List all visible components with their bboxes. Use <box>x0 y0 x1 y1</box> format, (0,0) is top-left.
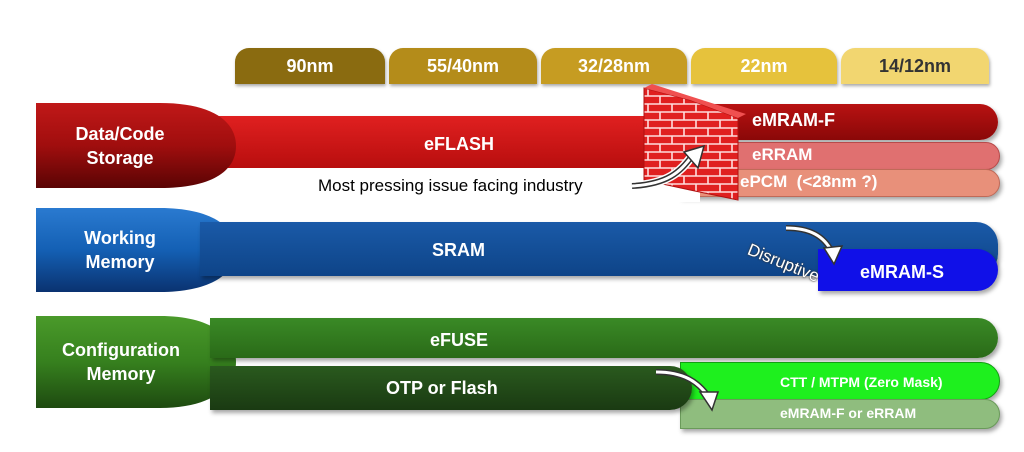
category-config-label: Configuration Memory <box>62 340 180 384</box>
ctt-bar <box>680 362 1000 400</box>
sram-label: SRAM <box>432 240 485 260</box>
otp-label: OTP or Flash <box>386 378 498 398</box>
eflash-label: eFLASH <box>424 134 495 154</box>
pressing-issue-text: Most pressing issue facing industry <box>318 176 583 195</box>
category-working-memory: Working Memory <box>36 208 204 292</box>
efuse-bar <box>210 318 998 358</box>
category-data-code-storage: Data/Code Storage <box>36 103 204 188</box>
node-tab-32-28nm: 32/28nm <box>541 48 687 84</box>
node-tab-14-12nm: 14/12nm <box>841 48 989 84</box>
emram-rram-label: eMRAM-F or eRRAM <box>780 405 917 421</box>
emram-f-bar <box>680 104 998 140</box>
category-working-label: Working Memory <box>84 228 156 272</box>
category-configuration-memory: Configuration Memory <box>36 316 206 408</box>
annotation-band <box>200 168 700 202</box>
emram-s-label: eMRAM-S <box>860 262 944 282</box>
erram-label: eRRAM <box>752 145 813 164</box>
ctt-label: CTT / MTPM (Zero Mask) <box>780 374 943 390</box>
otp-bar <box>210 366 692 410</box>
emram-s-bar <box>818 249 998 291</box>
epcm-label: ePCM (<28nm ?) <box>740 172 878 191</box>
emram-rram-bar <box>680 399 1000 429</box>
category-data-label: Data/Code Storage <box>75 123 165 168</box>
erram-bar <box>680 142 1000 170</box>
emram-f-label: eMRAM-F <box>752 110 835 130</box>
node-tab-55-40nm: 55/40nm <box>389 48 537 84</box>
eflash-bar <box>200 116 700 168</box>
efuse-label: eFUSE <box>430 330 489 350</box>
node-tab-90nm: 90nm <box>235 48 385 84</box>
node-tab-22nm: 22nm <box>691 48 837 84</box>
